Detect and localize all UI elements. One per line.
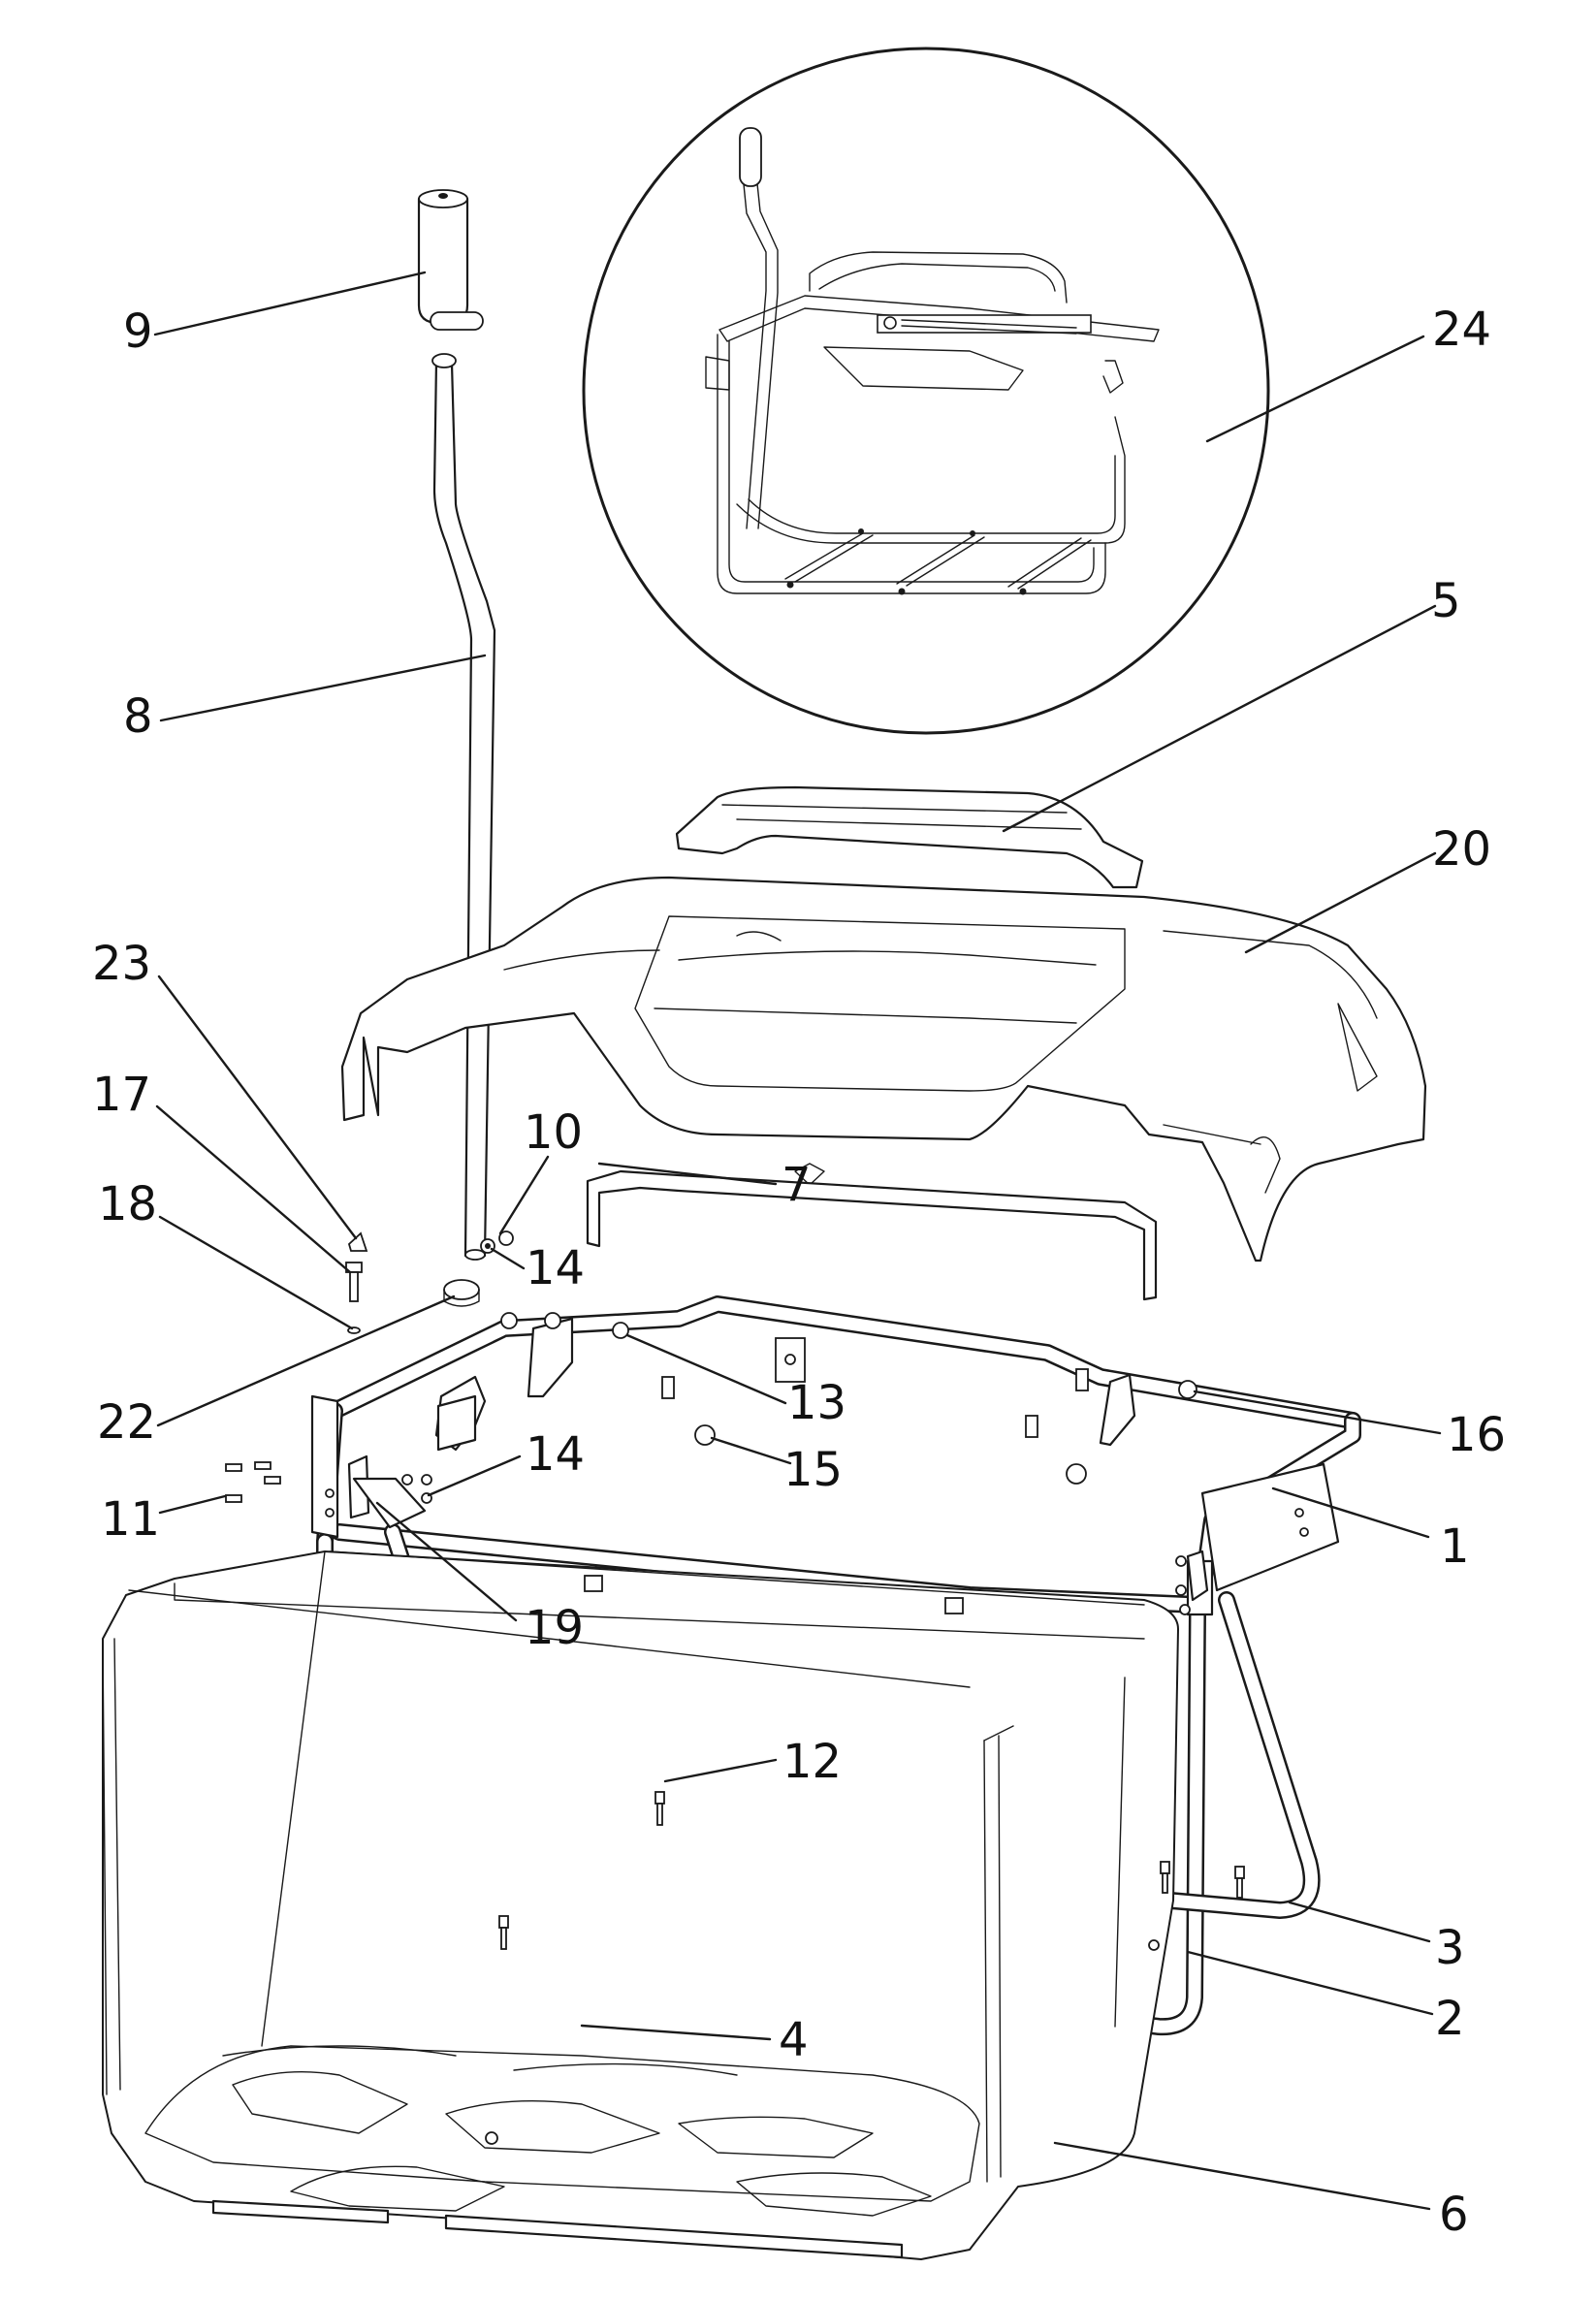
callout-23: 23	[92, 937, 151, 991]
callout-20: 20	[1432, 822, 1491, 877]
callout-14-upper: 14	[526, 1241, 585, 1295]
callout-2: 2	[1435, 1992, 1465, 2046]
collection-bag	[102, 1550, 1245, 2260]
callout-9: 9	[123, 304, 153, 359]
callout-18: 18	[98, 1177, 157, 1231]
callout-labels: 9 24 8 5 20 23 10 17 7 18 14 13 22 16 15…	[92, 303, 1506, 2242]
callout-12: 12	[782, 1735, 842, 1789]
callout-15: 15	[783, 1443, 843, 1497]
callout-17: 17	[92, 1068, 151, 1122]
cover-handle	[675, 785, 1144, 889]
hardware-11	[225, 1461, 281, 1503]
callout-16: 16	[1447, 1408, 1506, 1462]
assembled-detail-view	[582, 47, 1270, 735]
callout-6: 6	[1439, 2188, 1469, 2242]
callout-11: 11	[101, 1492, 160, 1547]
callout-22: 22	[97, 1395, 156, 1450]
callout-3: 3	[1435, 1921, 1465, 1975]
hardware-10	[498, 1230, 514, 1246]
callout-19: 19	[525, 1601, 584, 1655]
callout-8: 8	[123, 689, 153, 744]
hardware-23	[347, 1231, 368, 1252]
hardware-17	[345, 1262, 363, 1302]
handle-grip	[417, 189, 484, 331]
callout-13: 13	[787, 1376, 846, 1430]
callout-7: 7	[782, 1158, 812, 1212]
leader-lines	[153, 271, 1442, 2211]
callout-4: 4	[779, 2013, 809, 2067]
callout-5: 5	[1431, 574, 1461, 628]
callout-24: 24	[1432, 303, 1491, 357]
handle-tube	[431, 353, 496, 1261]
callout-14-lower: 14	[526, 1427, 585, 1482]
hardware-22	[443, 1279, 480, 1307]
cover-bracket	[586, 1169, 1158, 1301]
callout-10: 10	[524, 1105, 583, 1160]
bag-cover	[340, 876, 1427, 1262]
callout-1: 1	[1440, 1519, 1470, 1574]
